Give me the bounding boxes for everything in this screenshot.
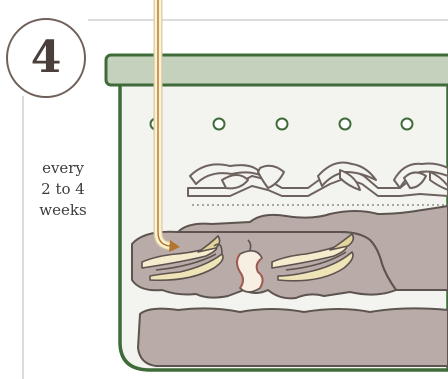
step-number: 4 (31, 36, 62, 80)
air-hole-icon (402, 119, 413, 130)
frequency-line-2: 2 to 4 (26, 179, 100, 200)
step-badge: 4 (6, 18, 86, 98)
frequency-line-3: weeks (26, 200, 100, 221)
lower-soil (138, 308, 448, 366)
air-hole-icon (214, 119, 225, 130)
frequency-line-1: every (26, 158, 100, 179)
air-hole-icon (340, 119, 351, 130)
air-hole-icon (277, 119, 288, 130)
frequency-label: every 2 to 4 weeks (26, 158, 100, 221)
